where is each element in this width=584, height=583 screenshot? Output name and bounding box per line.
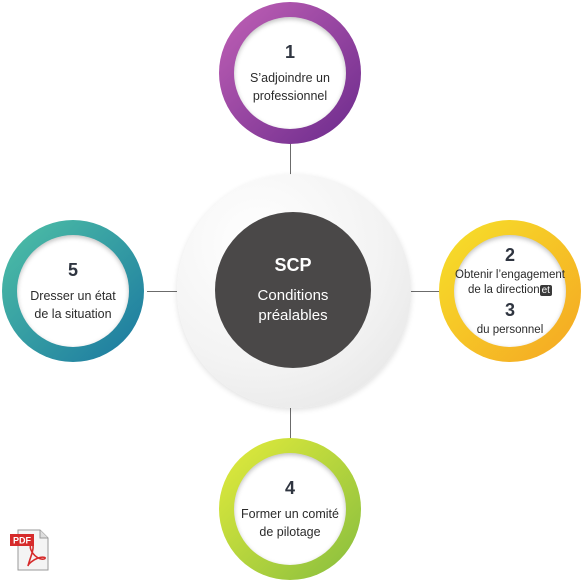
step-4-number: 4 — [284, 477, 295, 498]
center-hub: SCP Conditions préalables — [215, 212, 371, 368]
connector-bottom — [290, 408, 291, 444]
step-3-label: du personnel — [476, 323, 544, 336]
pdf-icon-graphic: PDF — [10, 529, 49, 571]
pdf-icon-label: PDF — [13, 536, 32, 546]
center-title: SCP — [274, 254, 312, 275]
step-4-label: Former un comité de pilotage — [241, 506, 339, 539]
center-subtitle: Conditions préalables — [257, 286, 329, 324]
step-1-circle: 1 S’adjoindre un professionnel — [234, 17, 346, 129]
step-1-label: S’adjoindre un professionnel — [250, 70, 330, 103]
step-5-number: 5 — [67, 259, 78, 280]
connector-right — [410, 291, 440, 292]
pdf-icon[interactable]: PDF — [8, 528, 50, 572]
connector-left — [147, 291, 178, 292]
connector-top — [290, 140, 291, 176]
step-4-circle: 4 Former un comité de pilotage — [234, 453, 346, 565]
step-3-number: 3 — [504, 299, 515, 320]
step-1-number: 1 — [284, 41, 295, 62]
step-5-circle: 5 Dresser un état de la situation — [17, 235, 129, 347]
et-badge: et — [539, 284, 552, 296]
step-5-label: Dresser un état de la situation — [30, 288, 116, 321]
step-2-number: 2 — [504, 244, 515, 265]
